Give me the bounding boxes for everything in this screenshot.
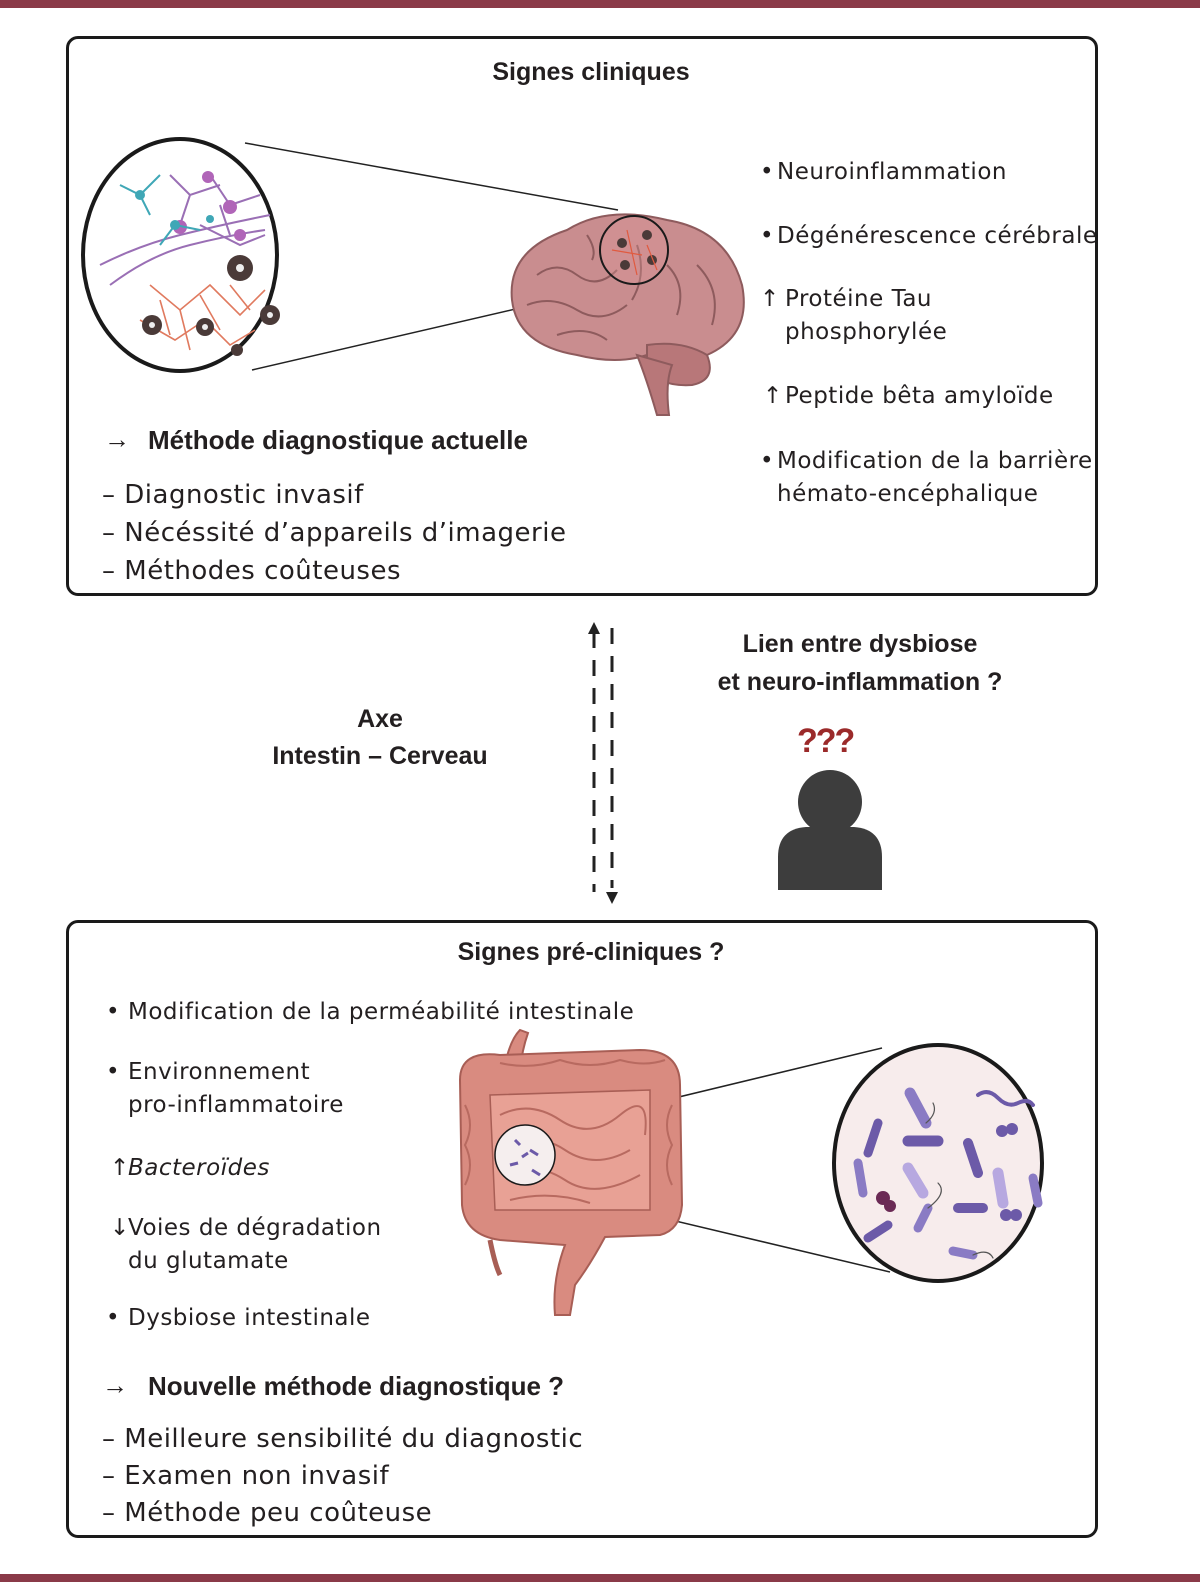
sign-text: Dégénérescence cérébrale: [777, 223, 1098, 249]
sign-text: Neuroinflammation: [777, 159, 1007, 185]
sign-text: Voies de dégradation: [128, 1215, 382, 1241]
top-rule: [0, 0, 1200, 8]
intestine-illustration: [458, 1028, 684, 1316]
clinical-title: Signes cliniques: [492, 58, 690, 86]
sign-marker: ↓: [110, 1215, 130, 1241]
sign-text: Modification de la barrière: [777, 448, 1093, 474]
sign-text: Environnement: [128, 1059, 311, 1085]
bottom-rule: [0, 1574, 1200, 1582]
bidirectional-dashed-arrow: [588, 622, 618, 904]
sign-marker: ↑: [760, 286, 780, 312]
sign-marker: •: [106, 999, 121, 1025]
sign-text: Protéine Tau: [785, 286, 932, 312]
sign-text: phosphorylée: [785, 319, 948, 345]
method-item: – Examen non invasif: [102, 1461, 390, 1491]
sign-marker: •: [106, 1059, 121, 1085]
sign-marker: •: [760, 448, 775, 474]
method-item: – Meilleure sensibilité du diagnostic: [102, 1424, 584, 1454]
sign-marker: •: [760, 223, 775, 249]
sign-text: pro-inflammatoire: [128, 1092, 344, 1118]
sign-marker: ↑: [110, 1155, 130, 1181]
neuron-plaque-zoom: [81, 137, 280, 373]
method-item: – Méthodes coûteuses: [102, 556, 402, 586]
axis-label: Intestin – Cerveau: [272, 742, 488, 770]
method-item: – Méthode peu coûteuse: [102, 1498, 433, 1528]
sign-text: hémato-encéphalique: [777, 481, 1039, 507]
sign-text: Bacteroïdes: [128, 1155, 270, 1181]
method-item: – Diagnostic invasif: [102, 480, 364, 510]
sign-text: du glutamate: [128, 1248, 289, 1274]
question-text: Lien entre dysbiose: [742, 630, 978, 658]
bacteria-zoom: [832, 1043, 1044, 1283]
method-item: – Nécéssité d’appareils d’imagerie: [102, 518, 567, 548]
axis-label: Axe: [357, 705, 403, 733]
question-text: et neuro-inflammation ?: [717, 668, 1003, 696]
arrow-icon: →: [104, 424, 130, 454]
sign-text: Dysbiose intestinale: [128, 1305, 371, 1331]
brain-illustration: [510, 213, 745, 416]
sign-marker: •: [106, 1305, 121, 1331]
method-title: Méthode diagnostique actuelle: [148, 425, 528, 455]
sign-text: Modification de la perméabilité intestin…: [128, 999, 635, 1025]
preclinical-title: Signes pré-cliniques ?: [457, 938, 725, 966]
person-icon: [778, 770, 882, 890]
sign-marker: ↑: [763, 383, 783, 409]
method-title: Nouvelle méthode diagnostique ?: [148, 1371, 565, 1401]
arrow-icon: →: [102, 1370, 128, 1400]
question-marks-icon: ???: [797, 722, 855, 760]
sign-marker: •: [760, 159, 775, 185]
sign-text: Peptide bêta amyloïde: [785, 383, 1054, 409]
